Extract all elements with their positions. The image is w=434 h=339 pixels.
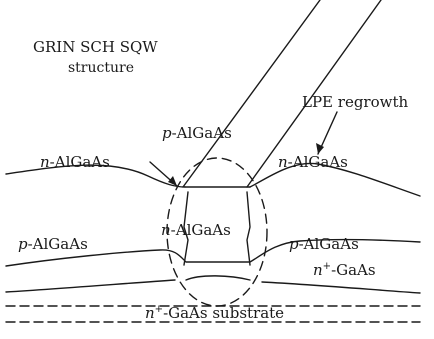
grin-title-label: GRIN SCH SQW — [33, 40, 158, 55]
substrate-text: -GaAs substrate — [163, 304, 285, 322]
central-region-bottom — [185, 275, 251, 281]
lpe-label: LPE regrowth — [302, 95, 408, 110]
right-p-prefix: p — [289, 235, 299, 253]
regrowth-surface-left — [5, 164, 186, 188]
left-n-algaas-label: n-AlGaAs — [40, 155, 110, 170]
left-n-prefix: n — [40, 153, 50, 171]
left-p-text: -AlGaAs — [27, 235, 88, 253]
upper-p-prefix: p — [162, 124, 172, 142]
substrate-prefix: n — [145, 304, 155, 322]
ridge-line-left — [182, 0, 321, 188]
nplus-gaas-sup: + — [322, 261, 332, 272]
right-n-text: -AlGaAs — [287, 153, 348, 171]
right-p-algaas-label: p-AlGaAs — [289, 237, 359, 252]
left-p-algaas-label: p-AlGaAs — [18, 237, 88, 252]
lpe-arrowhead — [316, 143, 324, 154]
left-p-prefix: p — [18, 235, 28, 253]
regrowth-surface-right — [249, 162, 421, 197]
center-n-prefix: n — [161, 221, 171, 239]
left-n-text: -AlGaAs — [49, 153, 110, 171]
substrate-sup: + — [154, 304, 164, 315]
grin-arrowhead — [168, 176, 177, 186]
grin-title-text: GRIN SCH SQW — [33, 38, 158, 56]
p-layer-bottom-left — [5, 279, 176, 293]
right-p-text: -AlGaAs — [298, 235, 359, 253]
right-n-algaas-label: n-AlGaAs — [278, 155, 348, 170]
p-layer-bottom-right — [261, 281, 421, 294]
grin-sub-text: structure — [68, 60, 134, 76]
lpe-text: LPE regrowth — [302, 93, 409, 111]
right-n-prefix: n — [278, 153, 288, 171]
center-n-text: -AlGaAs — [170, 221, 231, 239]
mesa-side-left — [183, 191, 189, 266]
mesa-side-right — [246, 191, 251, 266]
upper-p-algaas-label: p-AlGaAs — [162, 126, 232, 141]
center-n-algaas-label: n-AlGaAs — [161, 223, 231, 238]
nplus-gaas-text: -GaAs — [331, 261, 376, 279]
substrate-label: n+-GaAs substrate — [145, 304, 285, 322]
ridge-line-right — [246, 0, 382, 188]
grin-sub-label: structure — [68, 61, 134, 75]
nplus-gaas-prefix: n — [313, 261, 323, 279]
structure-highlight-ellipse — [166, 157, 268, 307]
upper-p-text: -AlGaAs — [171, 124, 232, 142]
nplus-gaas-label: n+-GaAs — [313, 261, 376, 279]
active-interface — [5, 238, 421, 267]
